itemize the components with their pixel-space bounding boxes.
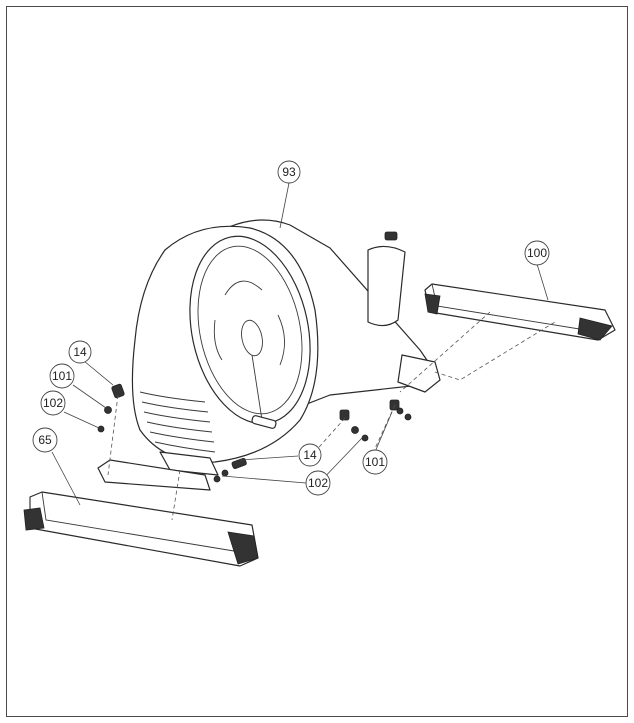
rear-mount-plate xyxy=(97,459,211,491)
rear-stabilizer xyxy=(23,459,259,567)
crank-pedal-stub xyxy=(251,415,277,429)
callout-label-102-left: 102 xyxy=(43,396,63,410)
hardware xyxy=(97,383,412,483)
housing-vents xyxy=(139,391,216,453)
rear-end-cap-right xyxy=(227,531,259,565)
diagram-frame xyxy=(6,6,628,717)
callout-label-65: 65 xyxy=(38,433,52,447)
callout-label-14-left: 14 xyxy=(73,345,87,359)
seat-post-knob xyxy=(384,231,398,241)
callout-label-101-right: 101 xyxy=(365,455,385,469)
callout-label-102-center: 102 xyxy=(308,476,328,490)
callout-100: 100 xyxy=(524,240,550,266)
callout-label-14-center: 14 xyxy=(303,448,317,462)
callout-102-left: 102 xyxy=(40,390,66,416)
callout-14-left: 14 xyxy=(68,340,92,364)
main-frame-assembly xyxy=(131,219,441,476)
callout-label-101-left: 101 xyxy=(52,369,72,383)
callout-65: 65 xyxy=(32,427,58,453)
callout-14-center: 14 xyxy=(298,443,322,467)
callout-102-center: 102 xyxy=(305,470,331,496)
callout-label-93: 93 xyxy=(282,165,296,179)
callout-101-right: 101 xyxy=(362,449,388,475)
front-stabilizer-bracket xyxy=(397,354,441,393)
front-end-cap xyxy=(577,317,613,341)
seat-post-tube xyxy=(367,245,406,327)
callout-93: 93 xyxy=(277,160,301,184)
rear-stabilizer-bracket xyxy=(159,451,219,476)
callout-label-100: 100 xyxy=(527,246,547,260)
front-stabilizer xyxy=(424,283,616,341)
rear-end-cap-left xyxy=(23,507,45,531)
leader-lines xyxy=(51,182,549,506)
callout-101-left: 101 xyxy=(49,363,75,389)
